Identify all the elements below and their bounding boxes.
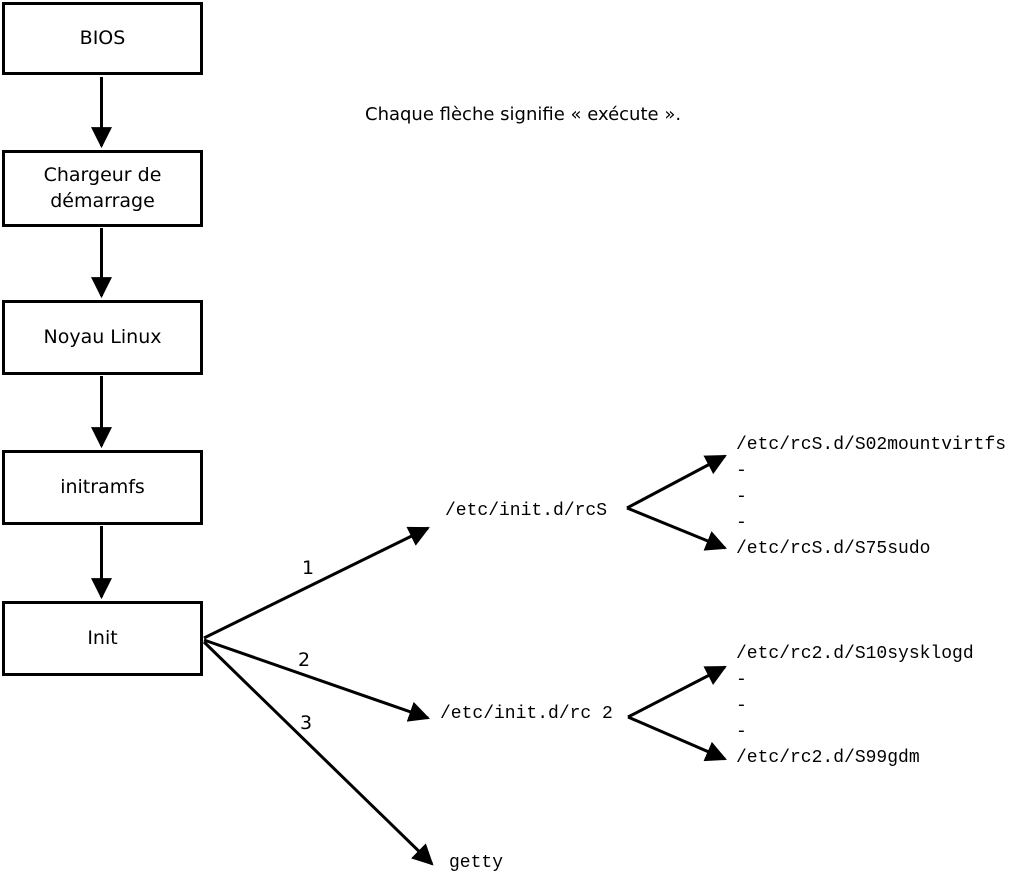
box-initramfs-label: initramfs: [60, 475, 145, 498]
branch-number-3: 3: [300, 712, 313, 734]
rcS-script-item: /etc/rcS.d/S75sudo: [736, 539, 931, 559]
ellipsis-dash: -: [736, 696, 747, 716]
box-bios: BIOS: [2, 2, 203, 75]
rc2-script-item: /etc/rc2.d/S10sysklogd: [736, 644, 974, 664]
target-getty: getty: [449, 853, 504, 873]
box-bios-label: BIOS: [79, 26, 126, 49]
arrow-rc2-to-S10sysklogd: [627, 665, 727, 719]
ellipsis-dash: -: [736, 487, 747, 507]
box-bootloader: Chargeur de démarrage: [2, 150, 203, 227]
arrow-init-to-rcS: [203, 526, 430, 640]
rc2-script-item: /etc/rc2.d/S99gdm: [736, 748, 920, 768]
box-initramfs: initramfs: [2, 450, 203, 525]
arrow-rcS-to-S02mountvirtfs: [626, 454, 727, 510]
box-init: Init: [2, 601, 203, 676]
rc2-script-list: /etc/rc2.d/S10sysklogd - - - /etc/rc2.d/…: [736, 641, 974, 771]
ellipsis-dash: -: [736, 722, 747, 742]
arrow-init-to-rc2: [203, 638, 430, 722]
arrow-init-to-getty: [202, 640, 434, 866]
ellipsis-dash: -: [736, 670, 747, 690]
branch-number-2: 2: [298, 649, 311, 671]
box-init-label: Init: [87, 626, 118, 649]
box-kernel-label: Noyau Linux: [43, 325, 162, 348]
ellipsis-dash: -: [736, 513, 747, 533]
arrow-rcS-to-S75sudo: [626, 506, 727, 551]
target-rc2: /etc/init.d/rc 2: [440, 704, 613, 724]
legend-note: Chaque flèche signifie « exécute ».: [365, 104, 682, 125]
rcS-script-list: /etc/rcS.d/S02mountvirtfs - - - /etc/rcS…: [736, 432, 1006, 562]
ellipsis-dash: -: [736, 461, 747, 481]
target-rcS: /etc/init.d/rcS: [445, 501, 608, 521]
branch-number-1: 1: [302, 557, 315, 579]
box-bootloader-label: Chargeur de démarrage: [43, 163, 162, 212]
box-kernel: Noyau Linux: [2, 300, 203, 375]
arrow-rc2-to-S99gdm: [627, 715, 727, 762]
rcS-script-item: /etc/rcS.d/S02mountvirtfs: [736, 435, 1007, 455]
